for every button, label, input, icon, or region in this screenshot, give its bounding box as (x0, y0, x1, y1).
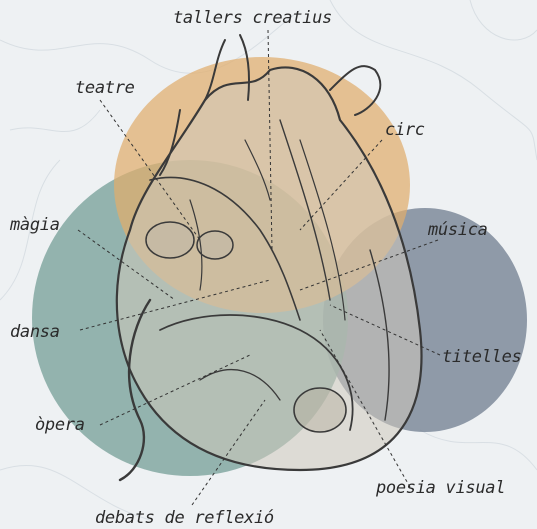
label-musica: música (428, 220, 488, 240)
label-tallers-creatius: tallers creatius (173, 8, 332, 28)
label-poesia-visual: poesia visual (376, 478, 505, 498)
label-debats-de-reflexio: debats de reflexió (95, 508, 274, 528)
label-magia: màgia (10, 215, 60, 235)
label-opera: òpera (35, 415, 85, 435)
label-circ: circ (385, 120, 425, 140)
label-dansa: dansa (10, 322, 60, 342)
label-titelles: titelles (442, 347, 521, 367)
label-teatre: teatre (75, 78, 135, 98)
